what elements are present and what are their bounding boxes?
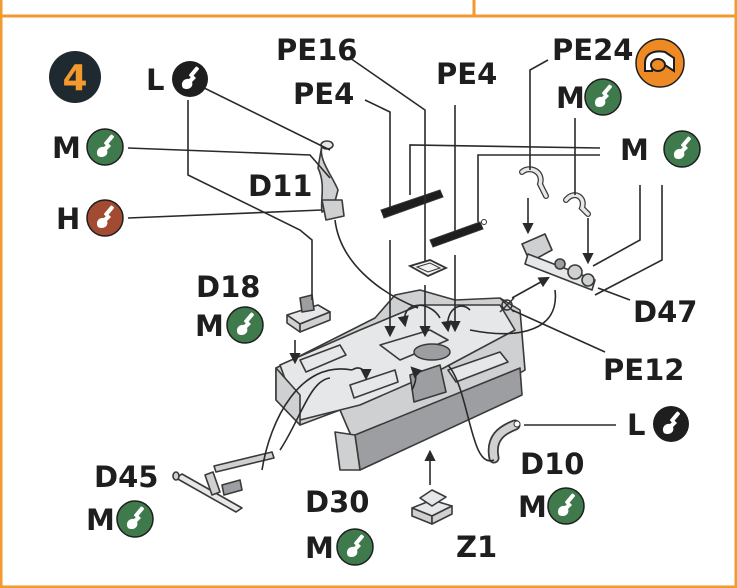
lube-label-m-top-right: M	[556, 81, 585, 115]
part-pe24-clips	[519, 166, 591, 217]
label-pe4-left: PE4	[293, 77, 354, 111]
brush-icon	[547, 487, 585, 525]
label-pe24: PE24	[552, 33, 633, 67]
lubricant-labels: L M M M H M L M M M	[52, 63, 649, 565]
lube-label-m-right: M	[620, 133, 649, 167]
tray-assembly	[275, 289, 526, 471]
label-d10: D10	[520, 447, 584, 481]
brush-icon	[653, 406, 689, 442]
label-pe16: PE16	[276, 33, 357, 67]
part-d45-rod	[172, 451, 275, 513]
label-pe12: PE12	[603, 353, 684, 387]
brush-icon	[116, 500, 154, 538]
lube-label-m-d45: M	[86, 503, 115, 537]
part-d11-lever	[317, 140, 345, 221]
lube-label-m-d30: M	[305, 531, 334, 565]
part-labels: PE16 PE4 PE4 PE24 D11 D18 D47 PE12 D45 D…	[94, 33, 697, 564]
brush-icon	[172, 61, 208, 97]
brush-icon	[336, 528, 374, 566]
leader-lines	[127, 57, 663, 471]
step-number: 4	[62, 58, 87, 99]
brush-icon	[584, 78, 622, 116]
lube-label-l-top: L	[146, 63, 164, 97]
lube-label-l-right: L	[627, 408, 645, 442]
label-d45: D45	[94, 460, 158, 494]
label-d30: D30	[305, 485, 369, 519]
brush-icon	[86, 199, 124, 237]
brush-icon	[663, 130, 701, 168]
part-pe12-spring	[499, 297, 515, 313]
brush-icon	[226, 306, 264, 344]
label-d47: D47	[633, 295, 697, 329]
part-z1	[411, 489, 453, 525]
lube-label-h: H	[56, 202, 80, 236]
lube-label-m-upper-left: M	[52, 131, 81, 165]
label-d11: D11	[248, 169, 312, 203]
assembly-arrows	[289, 198, 594, 485]
lube-label-m-d18: M	[195, 309, 224, 343]
brush-icon	[86, 128, 124, 166]
label-d18: D18	[196, 270, 260, 304]
part-d18	[286, 294, 331, 333]
label-pe4-right: PE4	[436, 57, 497, 91]
part-d47-shaft	[521, 233, 596, 291]
step-badge: 4	[49, 51, 101, 103]
tape-roll-icon	[635, 38, 685, 88]
label-z1: Z1	[456, 530, 497, 564]
part-d10-tube	[487, 419, 521, 464]
part-pe4-strips	[380, 189, 487, 248]
lube-label-m-d10: M	[518, 490, 547, 524]
part-pe16-gasket	[407, 259, 449, 278]
